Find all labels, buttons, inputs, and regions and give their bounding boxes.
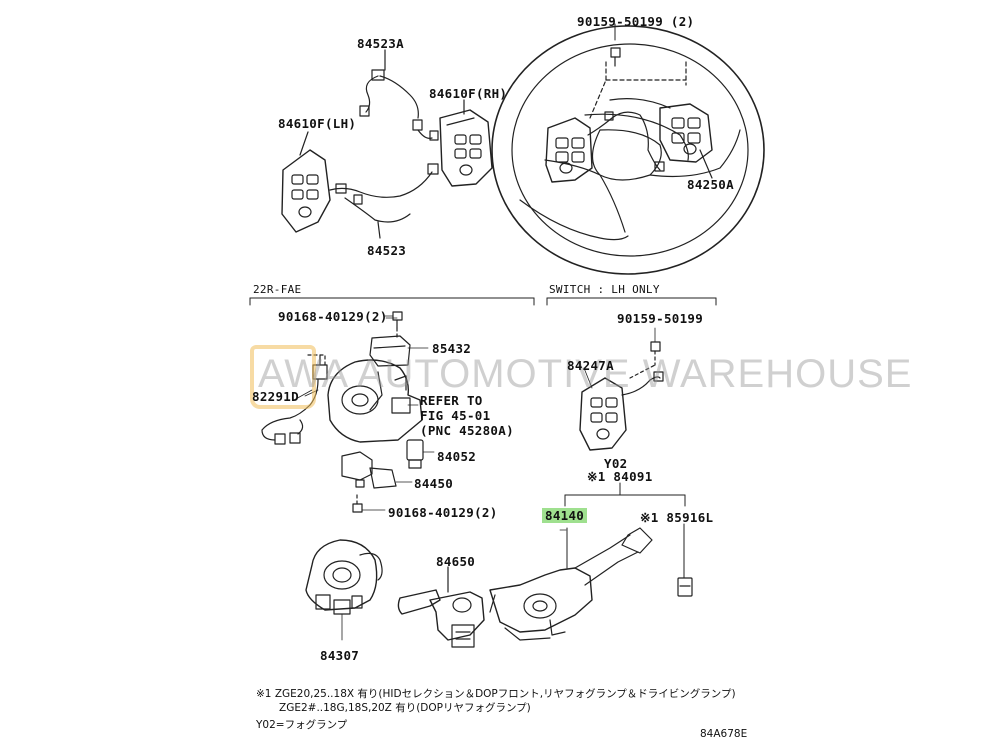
- part-label-84247a: 84247A: [567, 358, 614, 373]
- watermark-logo: [250, 345, 316, 409]
- part-label-84523a: 84523A: [357, 36, 404, 51]
- figure-id: 84A678E: [700, 728, 748, 740]
- part-label-90168-40129-2-top: 90168-40129(2): [278, 309, 388, 324]
- screw-90168-bottom-illustration: [352, 494, 386, 513]
- watermark-text: AWA AUTOMOTIVE WAREHOUSE: [258, 352, 913, 396]
- sensor-85432-illustration: [369, 335, 429, 367]
- switch-84650-illustration: [397, 566, 485, 648]
- switch-84610f-lh-illustration: [281, 131, 331, 233]
- part-label-84610f-rh: 84610F(RH): [429, 86, 508, 101]
- footnote-line-3: Y02=フォグランプ: [256, 719, 348, 731]
- leader-lines: [293, 317, 593, 531]
- ignition-assembly-illustration: [327, 359, 423, 443]
- switch-84247a-illustration: [579, 371, 664, 451]
- part-label-84307: 84307: [320, 648, 360, 663]
- part-label-90168-40129-2-bottom: 90168-40129(2): [388, 505, 498, 520]
- screw-90159-single-illustration: [629, 327, 661, 379]
- part-label-84610f-lh: 84610F(LH): [278, 116, 357, 131]
- section-label-22r-fae: 22R-FAE: [253, 283, 302, 296]
- part-label-84052: 84052: [437, 449, 477, 464]
- part-label-82291d: 82291D: [252, 389, 299, 404]
- part-label-84450: 84450: [414, 476, 454, 491]
- section-22r-fae-bracket: [249, 297, 535, 306]
- harness-84523a-illustration: [359, 49, 439, 141]
- part-label-84650: 84650: [436, 554, 476, 569]
- footnote-line-2: ZGE2#..18G,18S,20Z 有り(DOPリヤフォグランプ): [279, 702, 531, 714]
- part-label-90159-50199: 90159-50199: [617, 311, 704, 326]
- refer-to-figure-note: REFER TO FIG 45-01 (PNC 45280A): [420, 393, 514, 438]
- part-label-84140[interactable]: 84140: [542, 508, 588, 523]
- steering-wheel-illustration: [491, 23, 765, 275]
- part-label-84250a: 84250A: [687, 177, 734, 192]
- switch-84610f-rh-illustration: [439, 99, 493, 187]
- part-label-85432: 85432: [432, 341, 472, 356]
- bracket-84091: [564, 482, 686, 579]
- connector-85916l-illustration: [677, 577, 693, 597]
- screw-90168-top-illustration: [384, 311, 403, 341]
- spiral-cable-84307-illustration: [305, 539, 383, 641]
- footnote-line-1: ※1 ZGE20,25..18X 有り(HIDセレクション＆DOPフロント,リヤ…: [256, 688, 736, 700]
- harness-84523-illustration: [329, 163, 439, 239]
- section-switch-lh-only-bracket: [546, 297, 717, 306]
- key-cylinder-84052-illustration: [406, 439, 435, 469]
- part-label-84091: ※1 84091: [587, 469, 653, 484]
- part-label-85916l: ※1 85916L: [640, 510, 714, 525]
- section-label-switch-lh-only: SWITCH : LH ONLY: [549, 283, 660, 296]
- part-label-84523: 84523: [367, 243, 407, 258]
- lock-84450-illustration: [341, 451, 413, 489]
- switch-84140-illustration: [489, 527, 653, 641]
- part-label-84140-highlight[interactable]: 84140: [542, 508, 588, 523]
- part-label-y02: Y02: [604, 456, 628, 471]
- part-label-90159-50199-2: 90159-50199 (2): [577, 14, 695, 29]
